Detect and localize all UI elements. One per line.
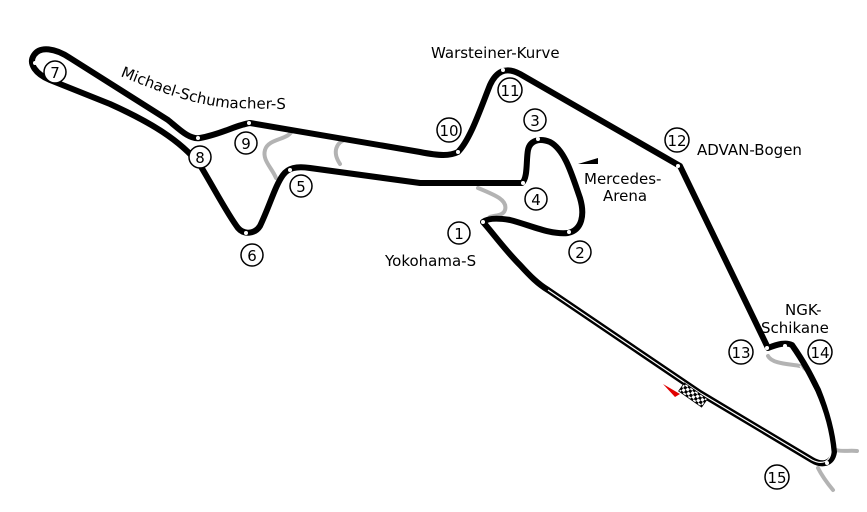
svg-text:11: 11 [500,82,519,100]
svg-text:15: 15 [767,469,786,487]
corner-number-14: 14 [807,339,833,365]
svg-text:10: 10 [439,122,458,140]
svg-text:4: 4 [531,191,541,209]
svg-text:8: 8 [195,149,205,167]
label-warsteiner-kurve: Warsteiner-Kurve [431,44,560,62]
svg-text:5: 5 [296,178,306,196]
corner-number-8: 8 [188,145,212,169]
svg-text:2: 2 [575,244,585,262]
corner-number-6: 6 [240,243,264,267]
pit-lane [547,289,832,463]
svg-text:12: 12 [667,132,686,150]
corner-number-5: 5 [289,174,313,198]
track-line [29,46,837,467]
label-yokohama-s: Yokohama-S [384,252,476,270]
svg-text:9: 9 [241,135,251,153]
corner-dots [33,61,829,465]
corner-number-10: 10 [436,117,462,143]
svg-text:13: 13 [731,344,750,362]
corner-number-2: 2 [568,240,592,264]
corner-number-7: 7 [43,60,67,84]
label-advan-bogen: ADVAN-Bogen [697,141,802,159]
label-ngk-schikane-line1: NGK- [785,301,822,319]
svg-text:7: 7 [50,64,60,82]
corner-number-12: 12 [664,127,690,153]
svg-text:1: 1 [454,225,464,243]
corner-number-15: 15 [764,464,790,490]
checkered-flag-icon [678,382,708,408]
label-mercedes-arena-line2: Arena [603,187,647,205]
label-mercedes-arena-line1: Mercedes- [584,170,661,188]
corner-number-11: 11 [497,77,523,103]
corner-number-4: 4 [524,187,548,211]
corner-number-3: 3 [523,108,547,132]
svg-text:3: 3 [530,112,540,130]
svg-text:6: 6 [247,247,257,265]
corner-number-13: 13 [728,339,754,365]
start-direction-arrow-icon [663,384,680,397]
svg-text:14: 14 [810,344,829,362]
corner-number-9: 9 [234,131,258,155]
sector-flag-icon [578,158,598,164]
corner-number-1: 1 [447,221,471,245]
label-ngk-schikane-line2: Schikane [761,319,829,337]
